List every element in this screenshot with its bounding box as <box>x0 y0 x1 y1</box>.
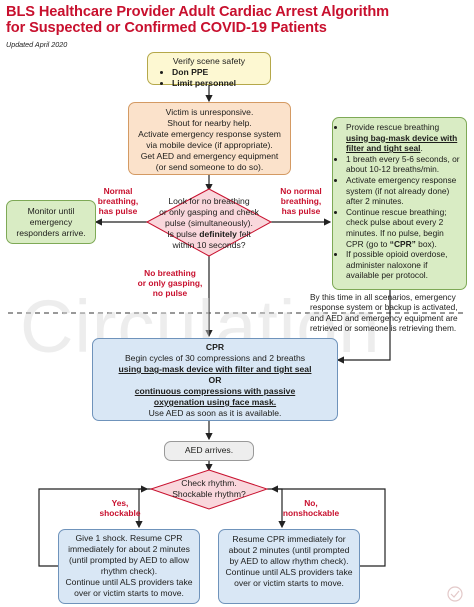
check-text: Is pulse <box>167 229 200 239</box>
label-line: Yes, <box>111 498 129 508</box>
arrow-resume-loop <box>270 485 386 567</box>
unresp-line: Shout for nearby help. <box>167 118 252 128</box>
resume-line: over or victim starts to move. <box>234 578 344 588</box>
label-normal-breathing: Normal breathing, has pulse <box>90 186 146 216</box>
shock-line: (until prompted by AED to allow <box>69 555 189 565</box>
shock-line: Give 1 shock. Resume CPR <box>75 533 183 543</box>
label-line: has pulse <box>281 206 321 216</box>
resume-line: Continue until ALS providers take <box>225 567 353 577</box>
aed-label: AED arrives. <box>184 445 234 455</box>
resume-line: Resume CPR immediately for <box>232 534 346 544</box>
label-line: has pulse <box>98 206 138 216</box>
scene-safety-text: Verify scene safety <box>172 56 246 66</box>
check-line: pulse (simultaneously). <box>165 218 253 228</box>
label-line: no pulse <box>152 288 188 298</box>
label-no-breathing: No breathing or only gasping, no pulse <box>130 268 210 298</box>
rescue-item: Activate emergency response system (if n… <box>346 175 462 207</box>
cpr-reference: “CPR” <box>389 238 416 249</box>
rescue-text: Provide rescue breathing <box>346 122 440 132</box>
label-line: No breathing <box>144 268 196 278</box>
scene-safety-box: Verify scene safety Don PPE Limit person… <box>147 52 271 88</box>
title-line-1: BLS Healthcare Provider Adult Cardiac Ar… <box>6 4 390 20</box>
check-line: within 10 seconds? <box>172 240 246 250</box>
rhythm-line: Shockable rhythm? <box>172 489 246 499</box>
resume-line: about 2 minutes (until prompted <box>228 545 350 555</box>
rescue-item: 1 breath every 5-6 seconds, or about 10-… <box>346 154 462 175</box>
side-note: By this time in all scenarios, emergency… <box>310 292 472 333</box>
cpr-line: Use AED as soon as it is available. <box>148 408 282 418</box>
cpr-line: using bag-mask device with filter and ti… <box>118 364 312 374</box>
cpr-or: OR <box>208 375 222 385</box>
label-line: breathing, <box>280 196 322 206</box>
shock-line: over or victim starts to move. <box>74 588 184 598</box>
cpr-line: continuous compressions with passive <box>134 386 296 396</box>
unresp-line: Victim is unresponsive. <box>165 107 254 117</box>
check-line: or only gasping and check <box>159 207 259 217</box>
rescue-item: Provide rescue breathing using bag-mask … <box>346 122 462 154</box>
rhythm-text: Check rhythm. Shockable rhythm? <box>159 478 259 500</box>
resume-line: by AED to allow rhythm check). <box>229 556 349 566</box>
unresp-line: via mobile device (if appropriate). <box>146 140 273 150</box>
definitely-emphasis: definitely <box>199 229 237 239</box>
unresp-line: Activate emergency response system <box>138 129 281 139</box>
limit-personnel-item: Limit personnel <box>172 78 264 89</box>
label-line: No, <box>304 498 318 508</box>
rescue-item: Continue rescue breathing; check pulse a… <box>346 207 462 249</box>
arrow-rescue-to-cpr <box>336 290 391 364</box>
label-line: shockable <box>99 508 141 518</box>
label-line: nonshockable <box>282 508 340 518</box>
monitor-box: Monitor until emergency responders arriv… <box>6 200 96 244</box>
journal-logo-icon <box>447 586 463 602</box>
shock-line: immediately for about 2 minutes <box>68 544 190 554</box>
monitor-line: responders arrive. <box>16 228 86 238</box>
page-title: BLS Healthcare Provider Adult Cardiac Ar… <box>6 4 389 36</box>
label-no-normal-breathing: No normal breathing, has pulse <box>272 186 330 216</box>
note-line: and AED and emergency equipment are <box>310 312 458 323</box>
label-line: No normal <box>280 186 322 196</box>
label-line: or only gasping, <box>137 278 203 288</box>
rescue-emphasis: using bag-mask device with filter and ti… <box>346 132 458 154</box>
note-line: response system or backup is activated, <box>310 302 458 313</box>
title-line-2: for Suspected or Confirmed COVID-19 Pati… <box>6 20 327 36</box>
updated-date: Updated April 2020 <box>6 40 68 49</box>
note-line: By this time in all scenarios, emergency <box>310 292 456 302</box>
rescue-text: . <box>420 143 423 154</box>
check-pulse-text: Look for no breathing or only gasping an… <box>145 196 273 251</box>
rhythm-diamond <box>149 469 269 510</box>
give-shock-box: Give 1 shock. Resume CPR immediately for… <box>58 529 200 604</box>
victim-unresponsive-box: Victim is unresponsive. Shout for nearby… <box>128 102 291 175</box>
shock-line: Continue until ALS providers take <box>65 577 193 587</box>
unresp-line: (or send someone to do so). <box>155 162 264 172</box>
label-line: breathing, <box>97 196 139 206</box>
rescue-text: box). <box>415 238 437 249</box>
unresp-line: Get AED and emergency equipment <box>140 151 279 161</box>
label-no-nonshockable: No, nonshockable <box>280 498 342 518</box>
rescue-item: If possible opioid overdose, administer … <box>346 249 462 281</box>
monitor-line: Monitor until <box>27 206 75 216</box>
cpr-line: Begin cycles of 30 compressions and 2 br… <box>124 353 306 363</box>
check-text: felt <box>236 229 251 239</box>
label-yes-shockable: Yes, shockable <box>98 498 142 518</box>
cpr-line: oxygenation using face mask. <box>153 397 277 407</box>
check-line: Is pulse definitely felt <box>145 229 273 240</box>
rhythm-line: Check rhythm. <box>181 478 237 488</box>
shock-line: rhythm check). <box>100 566 158 576</box>
cpr-title: CPR <box>205 342 225 352</box>
rescue-text: Continue rescue breathing; check pulse a… <box>346 206 447 249</box>
don-ppe-item: Don PPE <box>172 67 264 78</box>
monitor-line: emergency <box>29 217 73 227</box>
arrow-shock-loop <box>38 485 149 567</box>
check-pulse-diamond <box>145 188 273 257</box>
note-line: retrieved or someone is retrieving them. <box>310 322 457 333</box>
rescue-breathing-box: Provide rescue breathing using bag-mask … <box>332 117 467 290</box>
resume-cpr-box: Resume CPR immediately for about 2 minut… <box>218 529 360 604</box>
check-line: Look for no breathing <box>168 196 250 206</box>
aed-arrives-box: AED arrives. <box>164 441 254 461</box>
cpr-box: CPR Begin cycles of 30 compressions and … <box>92 338 338 421</box>
label-line: Normal <box>103 186 133 196</box>
